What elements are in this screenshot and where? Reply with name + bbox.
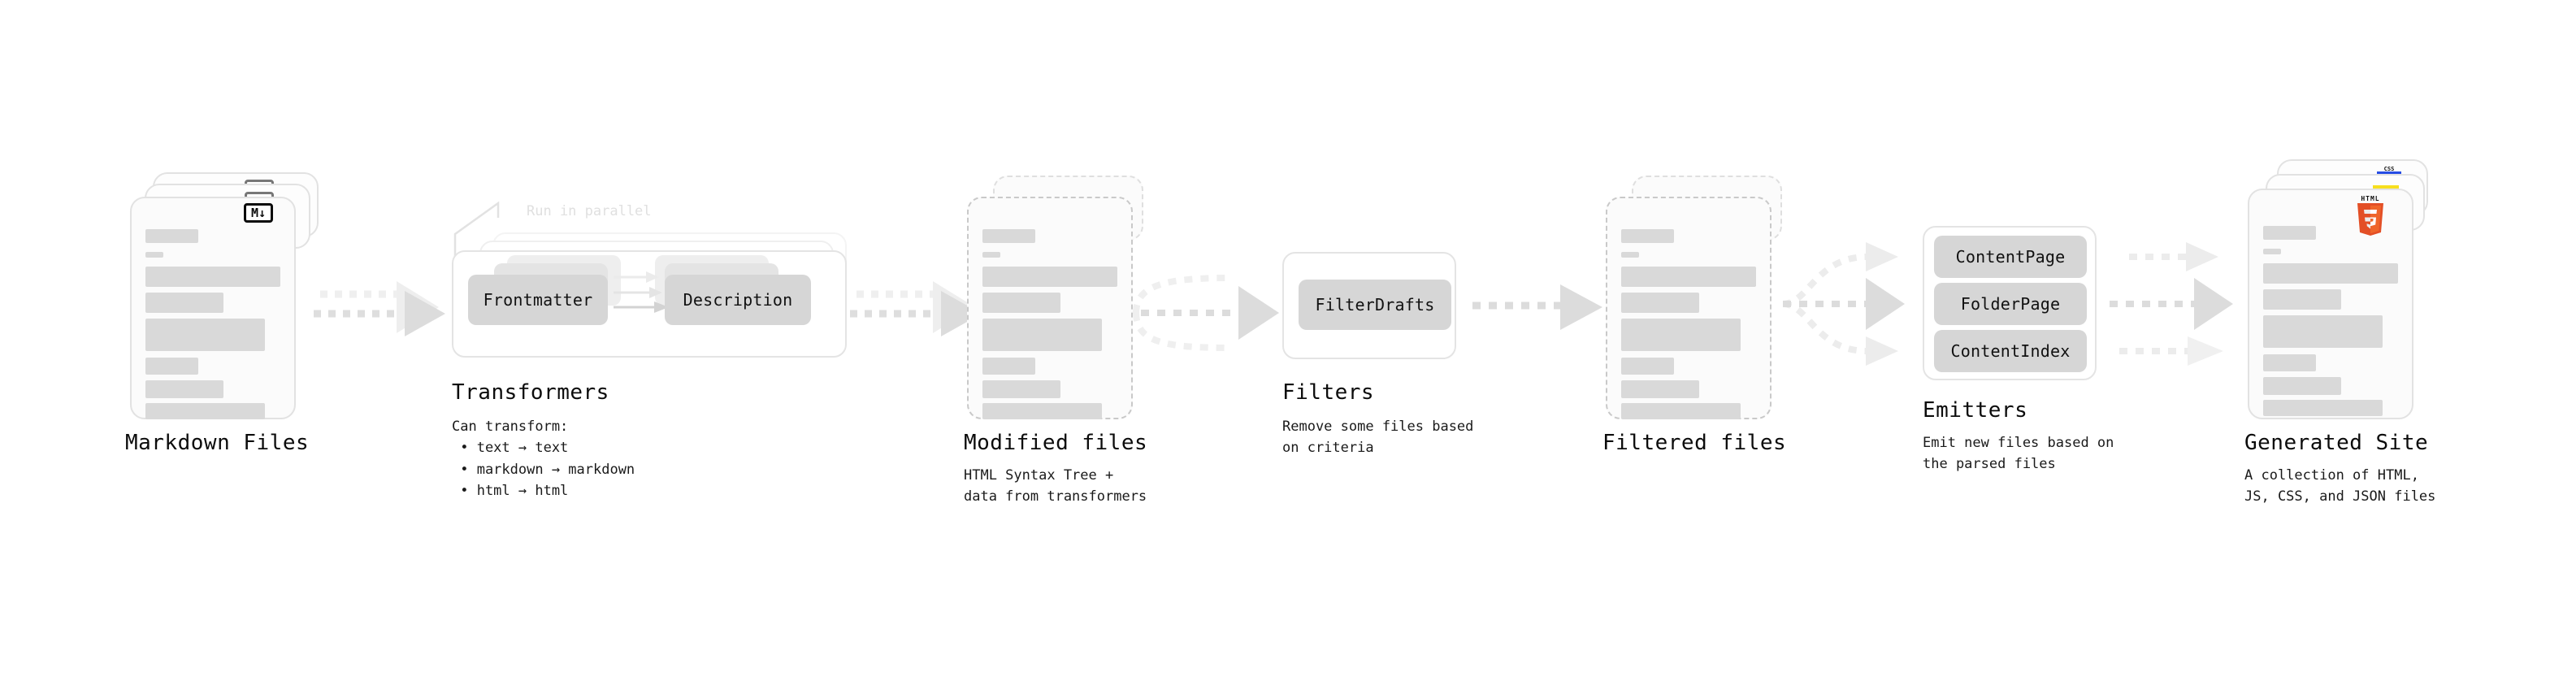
skeleton-bar [145,380,223,398]
stage-desc-transformers: Can transform: • text → text • markdown … [452,419,635,500]
skeleton-bar [145,319,265,351]
skeleton-bar [145,358,198,375]
skeleton-bar [1621,267,1756,287]
skeleton-bar [982,403,1102,419]
skeleton-bar [2263,377,2341,395]
skeleton-bar [982,380,1060,398]
skeleton-bar [145,252,163,258]
site-card-front [2248,189,2413,419]
skeleton-bar [2263,289,2341,310]
skeleton-bar [1621,380,1699,398]
skeleton-bar [2263,315,2383,348]
transformer-item-description[interactable]: Description [665,275,811,325]
skeleton-bar [2263,400,2383,416]
skeleton-bar [1621,319,1741,351]
arrow-emitters-to-site [2110,242,2233,366]
skeleton-bar [982,358,1035,375]
markdown-card-front [130,197,296,419]
stage-desc-generated-site: A collection of HTML, JS, CSS, and JSON … [2244,467,2436,505]
skeleton-bar [145,267,280,287]
stage-title-generated-site: Generated Site [2244,431,2429,455]
skeleton-bar [145,229,198,243]
stage-title-emitters: Emitters [1923,398,2028,423]
skeleton-bar [145,403,265,419]
skeleton-bar [982,252,1000,258]
html5-wordmark: HTML [2361,195,2380,202]
skeleton-bar [982,319,1102,351]
stage-desc-modified-files: HTML Syntax Tree + data from transformer… [964,467,1147,505]
emitter-item-folderpage[interactable]: FolderPage [1934,283,2087,325]
emitter-item-contentindex[interactable]: ContentIndex [1934,330,2087,372]
markdown-logo: M↓ [244,203,273,223]
skeleton-bar [1621,403,1741,419]
transformer-item-frontmatter[interactable]: Frontmatter [468,275,608,325]
css-badge-label: CSS [2383,166,2395,172]
stage-title-modified-files: Modified files [964,431,1148,455]
stage-title-transformers: Transformers [452,380,609,405]
stage-desc-emitters: Emit new files based on the parsed files [1923,435,2114,473]
skeleton-bar [2263,249,2281,254]
arrow-filters-to-filtered [1472,284,1602,330]
arrow-modified-to-filters [1133,275,1279,351]
skeleton-bar [1621,252,1639,258]
skeleton-bar [1621,229,1674,243]
html5-logo: HTML [2357,195,2384,236]
skeleton-bar [1621,293,1699,313]
stage-title-markdown-files: Markdown Files [125,431,310,455]
skeleton-bar [1621,358,1674,375]
filtered-card-front [1606,197,1772,419]
arrow-filtered-to-emitters [1782,242,1905,366]
run-in-parallel-label: Run in parallel [527,203,652,219]
arrow-markdown-to-transformers [314,281,445,336]
skeleton-bar [145,293,223,313]
skeleton-bar [982,267,1117,287]
skeleton-bar [2263,354,2316,371]
modified-card-front [967,197,1133,419]
skeleton-bar [2263,226,2316,240]
skeleton-bar [982,229,1035,243]
emitter-item-contentpage[interactable]: ContentPage [1934,236,2087,278]
skeleton-bar [982,293,1060,313]
stage-title-filters: Filters [1282,380,1375,405]
filter-item-filterdrafts[interactable]: FilterDrafts [1299,280,1451,330]
stage-desc-filters: Remove some files based on criteria [1282,419,1474,457]
stage-title-filtered-files: Filtered files [1602,431,1787,455]
skeleton-bar [2263,263,2398,284]
